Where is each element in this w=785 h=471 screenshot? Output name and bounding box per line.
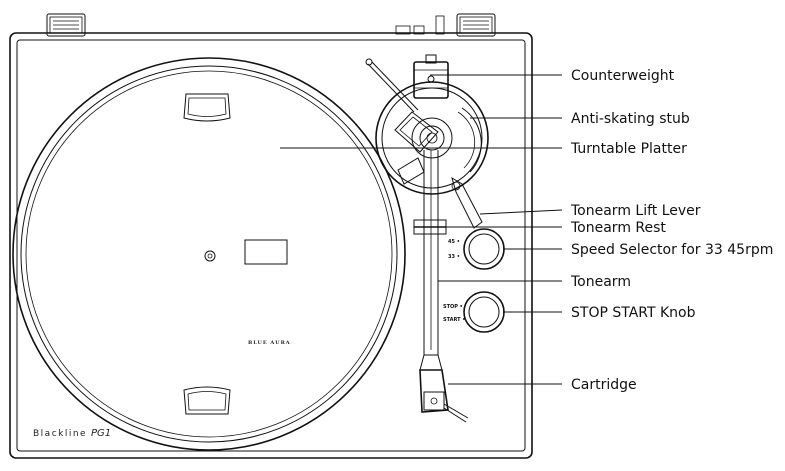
brand-line: Blackline bbox=[33, 429, 87, 439]
callout-anti-skating-stub: Anti-skating stub bbox=[571, 111, 690, 127]
platter-logo: BLUE AURA bbox=[248, 340, 291, 346]
tonearm bbox=[419, 150, 443, 371]
rear-connectors bbox=[395, 15, 445, 35]
turntable-platter bbox=[12, 57, 406, 451]
callout-cartridge: Cartridge bbox=[571, 377, 637, 393]
anti-skating-stub bbox=[365, 58, 419, 113]
plinth bbox=[9, 32, 533, 459]
callout-stop-start-knob: STOP START Knob bbox=[571, 305, 696, 321]
callout-tonearm: Tonearm bbox=[570, 274, 631, 290]
tonearm-lift-lever bbox=[451, 176, 483, 229]
callout-tonearm-lift-lever: Tonearm Lift Lever bbox=[570, 203, 701, 219]
speed-45-mark: 45 • bbox=[448, 239, 460, 245]
callout-counterweight: Counterweight bbox=[571, 68, 675, 84]
start-mark: START • bbox=[443, 317, 465, 323]
tonearm-rest bbox=[413, 219, 447, 235]
cartridge bbox=[419, 369, 469, 423]
callout-tonearm-rest: Tonearm Rest bbox=[570, 220, 666, 236]
leader-lines bbox=[280, 74, 563, 385]
counterweight bbox=[413, 54, 449, 99]
stop-mark: STOP • bbox=[443, 304, 463, 310]
brand-model: PG1 bbox=[91, 428, 111, 439]
speed-33-mark: 33 • bbox=[448, 254, 460, 260]
hinge-right bbox=[456, 13, 496, 37]
callout-turntable-platter: Turntable Platter bbox=[570, 141, 687, 157]
speed-selector-knob[interactable] bbox=[463, 228, 505, 270]
callout-speed-selector: Speed Selector for 33 45rpm bbox=[571, 242, 773, 258]
stop-start-knob[interactable] bbox=[463, 291, 505, 333]
